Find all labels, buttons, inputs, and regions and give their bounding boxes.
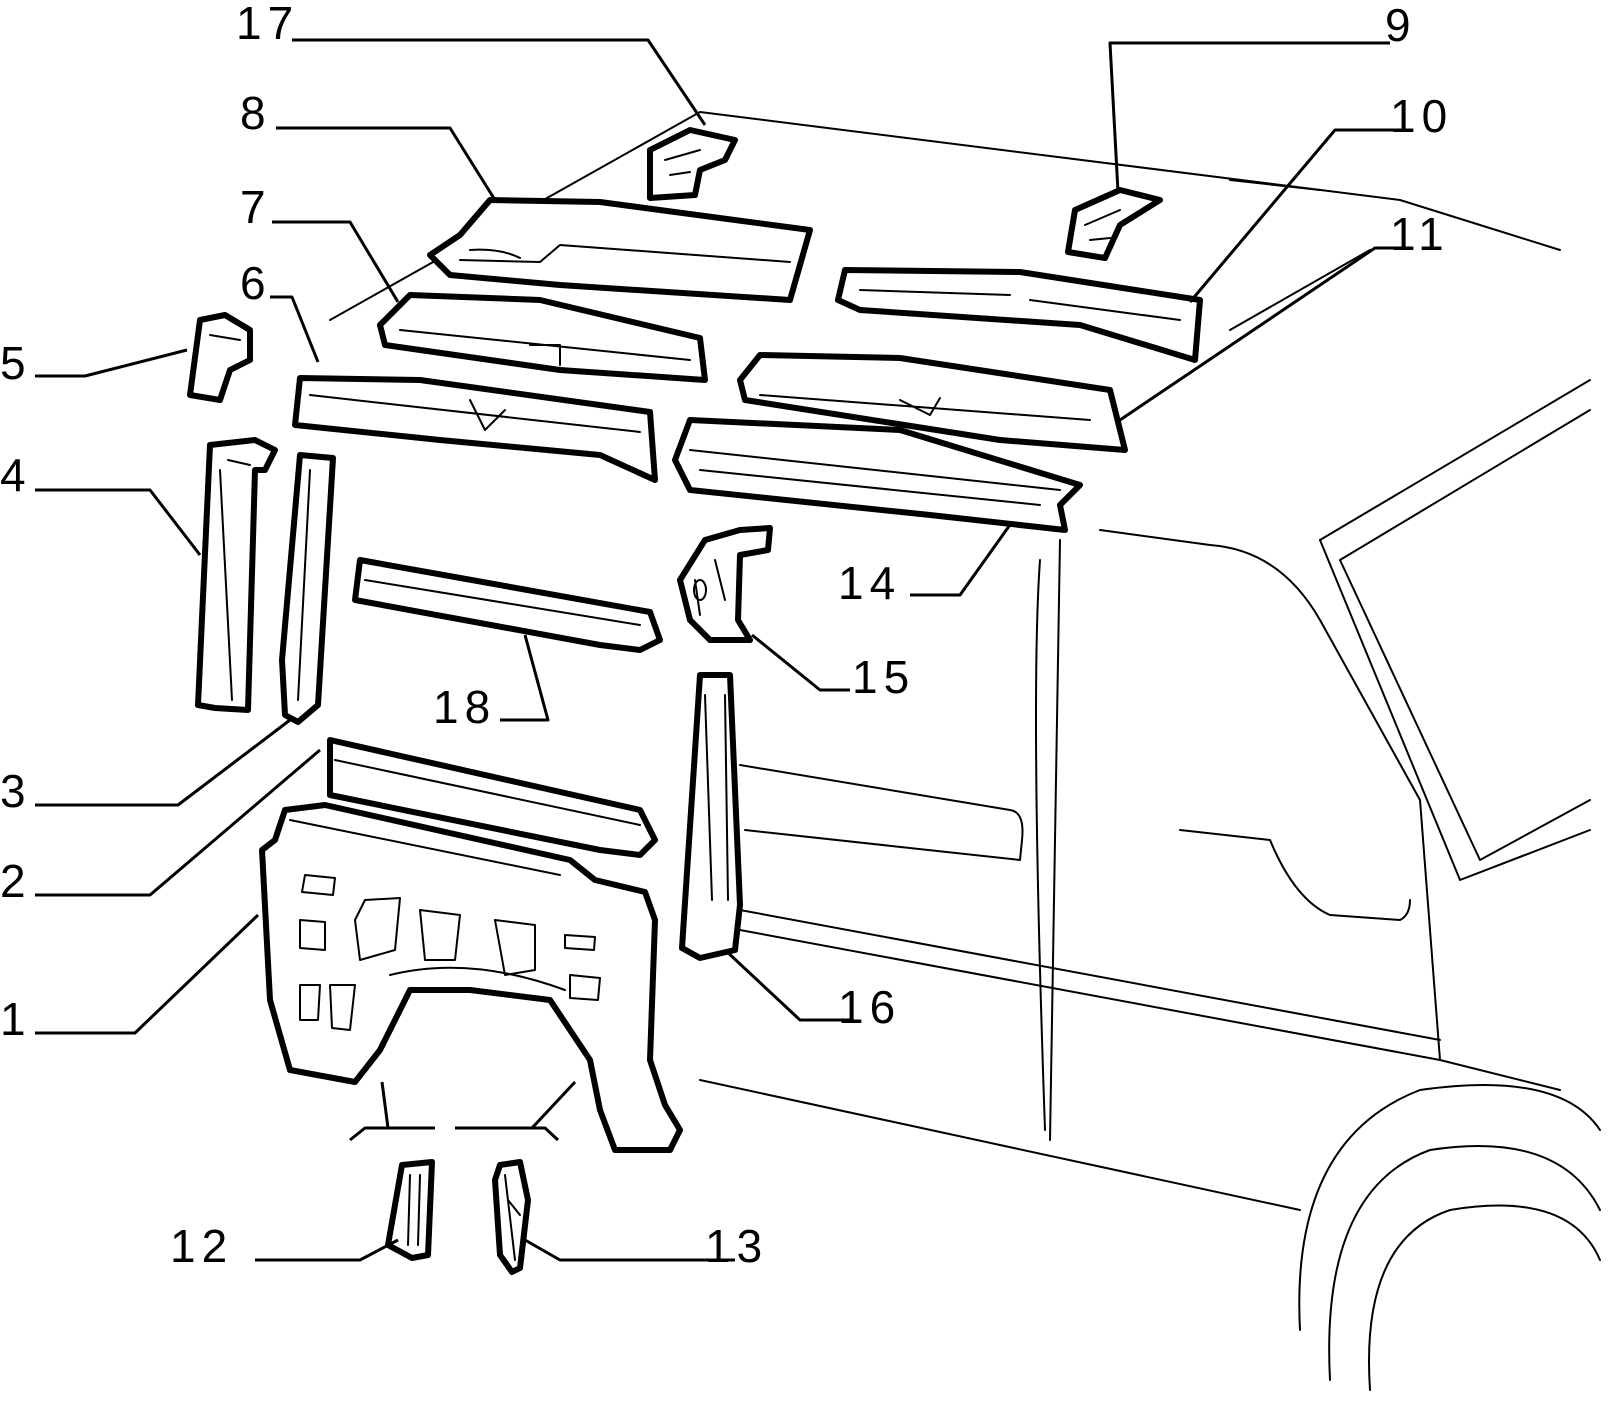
part-11 (737, 352, 1128, 453)
part-3 (279, 452, 336, 725)
callout-14: 14 (838, 557, 902, 609)
callout-13: 13 (705, 1220, 769, 1272)
leader-1 (35, 913, 260, 1035)
callout-16: 16 (838, 981, 902, 1033)
leader-8 (276, 126, 497, 201)
leader-9 (1108, 41, 1390, 193)
leader-5 (35, 348, 188, 378)
leader-7 (272, 220, 400, 303)
part-4 (195, 437, 278, 713)
callout-1: 1 (0, 993, 32, 1045)
leader-10 (1188, 128, 1395, 303)
leader-14 (910, 521, 1014, 597)
callout-6: 6 (240, 257, 272, 309)
leader-lines (35, 38, 1395, 1262)
callout-9: 9 (1385, 0, 1417, 51)
part-10 (835, 267, 1203, 363)
leader-15 (751, 633, 850, 692)
leader-3 (35, 718, 291, 807)
callout-4: 4 (0, 449, 32, 501)
callout-15: 15 (852, 651, 916, 703)
leader-17 (292, 38, 707, 126)
part-5 (187, 312, 253, 403)
part-12 (385, 1159, 435, 1261)
leader-11 (1119, 246, 1395, 422)
callout-7: 7 (240, 181, 272, 233)
callout-5: 5 (0, 337, 32, 389)
part-18 (352, 557, 663, 653)
part-14 (672, 417, 1083, 533)
leader-13 (524, 1238, 735, 1262)
part-17 (647, 127, 738, 201)
leader-bracket (349, 1080, 577, 1142)
part-9 (1065, 187, 1163, 261)
leader-4 (35, 488, 202, 556)
leader-12 (255, 1238, 399, 1262)
part-6 (292, 375, 658, 483)
callout-3: 3 (0, 765, 32, 817)
part-13 (492, 1159, 531, 1275)
part-15 (677, 525, 773, 643)
callout-17: 17 (236, 0, 300, 49)
callout-12: 12 (170, 1220, 234, 1272)
callout-2: 2 (0, 855, 32, 907)
callout-11: 11 (1390, 208, 1450, 260)
part-8 (427, 197, 813, 303)
callout-18: 18 (433, 681, 497, 733)
callout-8: 8 (240, 87, 272, 139)
leader-6 (270, 295, 320, 363)
part-1 (259, 802, 683, 1153)
leader-18 (500, 634, 550, 722)
part-7 (377, 292, 708, 383)
part-16 (679, 672, 743, 961)
van-body-outline (329, 111, 1601, 1391)
leader-16 (723, 948, 850, 1022)
callout-10: 10 (1390, 90, 1454, 142)
part-2 (327, 737, 658, 858)
leader-2 (35, 748, 321, 897)
